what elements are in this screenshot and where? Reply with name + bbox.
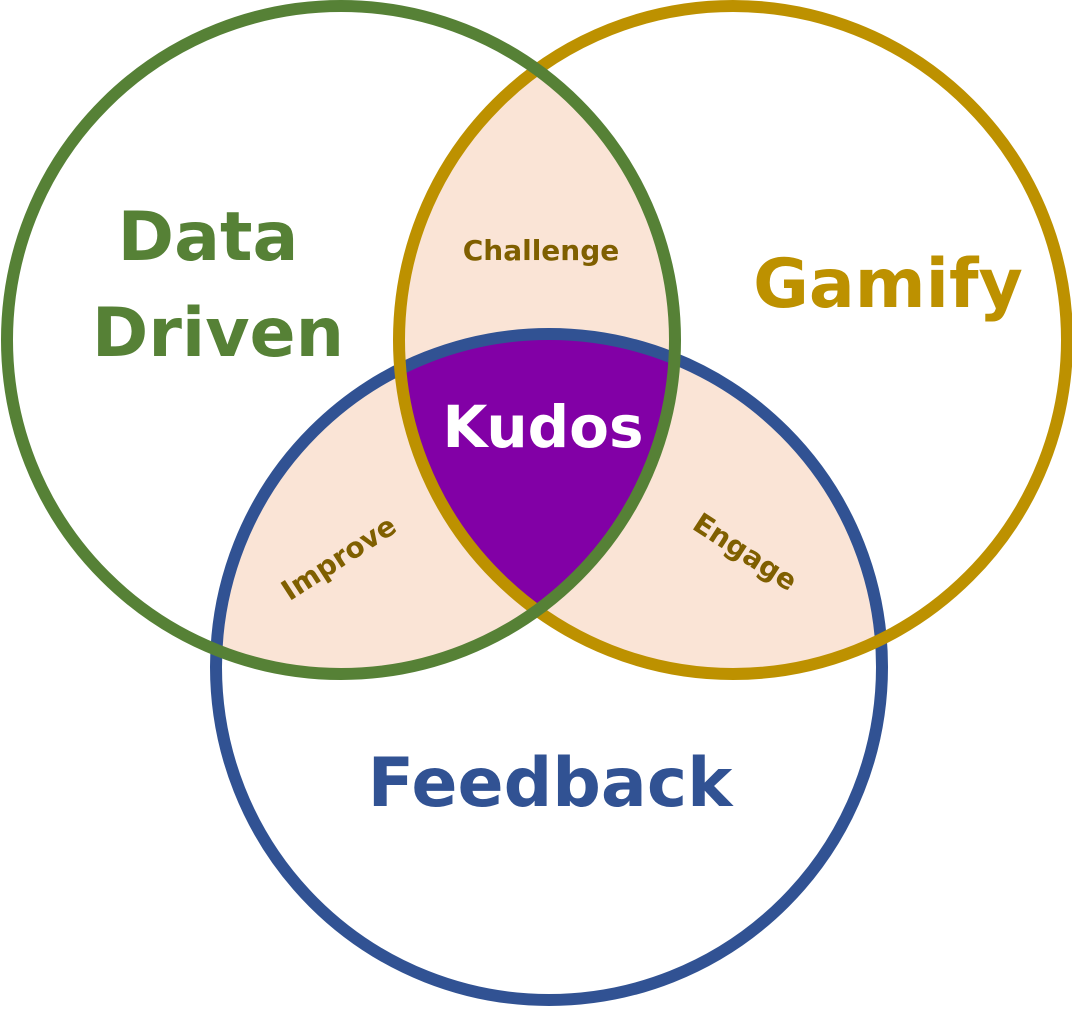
- data-driven-circle: [1, 0, 681, 680]
- set-label-data-driven-line-1: Data: [118, 198, 299, 277]
- set-label-data-driven-line-2: Driven: [92, 294, 344, 373]
- feedback-circle: [210, 328, 888, 1006]
- label-challenge: Challenge: [463, 234, 620, 267]
- label-kudos: Kudos: [442, 393, 643, 461]
- set-label-gamify: Gamify: [753, 245, 1023, 324]
- gamify-circle: [393, 0, 1072, 680]
- set-label-feedback: Feedback: [368, 744, 734, 823]
